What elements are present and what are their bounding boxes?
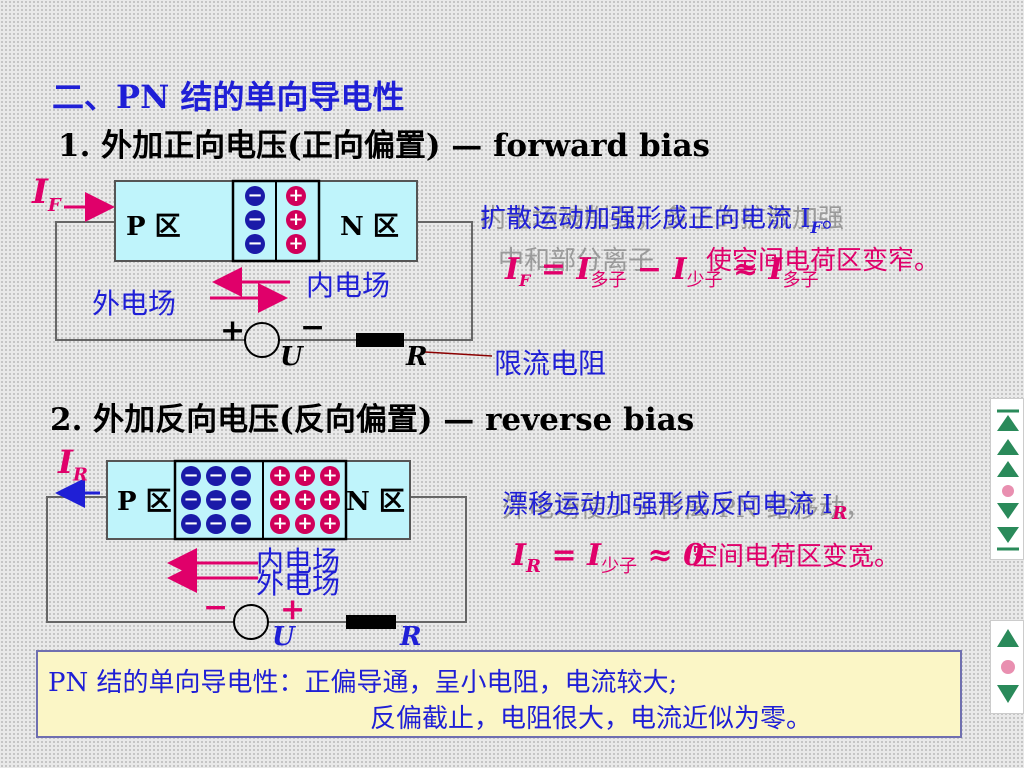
positive-ion: + (320, 466, 340, 486)
reverse-formula: IR = I少子 ≈ 0 (512, 538, 704, 577)
reverse-wire-right (396, 496, 467, 623)
positive-ion: + (295, 466, 315, 486)
forward-outer-field-label: 外电场 (92, 287, 177, 320)
negative-ion: − (181, 466, 201, 486)
nav-click-area[interactable] (994, 400, 1022, 550)
reverse-statement: 漂移运动加强形成反向电流 IR (502, 490, 848, 525)
forward-pn-block (114, 180, 418, 262)
forward-ghost-text-1: 内电场被削弱，多子的扩散加强 (480, 204, 845, 234)
reverse-u-label: U (272, 622, 295, 652)
reverse-current-label: IR (58, 443, 88, 486)
summary-line-2: 反偏截止，电阻很大，电流近似为零。 (370, 704, 813, 734)
forward-voltage-source (244, 322, 280, 358)
nav-up-icon (997, 439, 1019, 455)
positive-ion: + (295, 490, 315, 510)
positive-ion: + (286, 210, 306, 230)
reverse-voltage-source (233, 604, 269, 640)
slide-nav-panel-top (990, 398, 1024, 560)
nav-prev-icon (997, 461, 1019, 477)
positive-ion: + (286, 234, 306, 254)
reverse-p-zone-label: P 区 (117, 487, 172, 517)
reverse-plus-sign: + (280, 592, 306, 627)
negative-ion: − (181, 514, 201, 534)
nav-next-icon (997, 503, 1019, 519)
positive-ion: + (286, 186, 306, 206)
forward-bias-heading: 1. 外加正向电压(正向偏置) — forward bias (58, 128, 710, 164)
reverse-ghost-text-1: 外电场使少子背离 PN 结移动， (502, 494, 871, 524)
forward-minus-sign: − (300, 310, 326, 345)
negative-ion: − (231, 466, 251, 486)
positive-ion: + (320, 490, 340, 510)
nav-down-icon (997, 527, 1019, 543)
slide-title: 二、PN 结的单向导电性 (52, 78, 405, 116)
forward-plus-sign: + (220, 313, 246, 348)
reverse-outer-field-label: 外电场 (256, 567, 341, 600)
negative-ion: − (206, 514, 226, 534)
nav-click-area-bottom[interactable] (994, 622, 1022, 710)
positive-ion: + (320, 514, 340, 534)
forward-inner-field-label: 内电场 (306, 269, 391, 302)
forward-p-zone-label: P 区 (126, 212, 181, 242)
forward-r-label: R (406, 342, 428, 372)
forward-statement: 扩散运动加强形成正向电流 IF。 (480, 204, 848, 238)
forward-wire-left (55, 221, 245, 341)
reverse-depletion-region (173, 459, 348, 541)
forward-formula: IF = I多子 − I少子 ≈ I多子 (505, 252, 819, 291)
resistor-leader-line (424, 351, 493, 357)
reverse-bias-heading: 2. 外加反向电压(反向偏置) — reverse bias (50, 402, 695, 438)
forward-ghost-text-2: 中和部分离子 (498, 246, 655, 276)
positive-ion: + (270, 514, 290, 534)
reverse-widen-text: 空间电荷区变宽。 (692, 542, 901, 572)
nav-home-icon (1001, 660, 1015, 674)
negative-ion: − (231, 490, 251, 510)
reverse-minus-sign: − (203, 590, 229, 625)
reverse-inner-field-label: 内电场 (256, 545, 341, 578)
nav-home-icon (1002, 485, 1014, 497)
forward-u-label: U (280, 342, 303, 372)
negative-ion: − (206, 466, 226, 486)
negative-ion: − (245, 210, 265, 230)
forward-n-zone-label: N 区 (340, 212, 399, 242)
resistor-note: 限流电阻 (494, 347, 607, 380)
negative-ion: − (231, 514, 251, 534)
reverse-pn-block (106, 460, 411, 540)
forward-circuit (55, 179, 493, 358)
summary-box: PN 结的单向导电性：正偏导通，呈小电阻，电流较大; 反偏截止，电阻很大，电流近… (36, 650, 962, 738)
forward-resistor (356, 333, 404, 347)
forward-current-label: IF (32, 172, 61, 216)
forward-narrow-text: 使空间电荷区变窄。 (706, 246, 941, 276)
negative-ion: − (245, 186, 265, 206)
forward-wire-right (404, 221, 473, 341)
reverse-n-zone-label: N 区 (346, 487, 405, 517)
nav-first-icon (997, 415, 1019, 431)
slide-nav-panel-bottom (990, 620, 1024, 714)
summary-line-1: PN 结的单向导电性：正偏导通，呈小电阻，电流较大; (48, 668, 678, 698)
reverse-resistor (346, 615, 396, 629)
positive-ion: + (295, 514, 315, 534)
negative-ion: − (206, 490, 226, 510)
reverse-circuit (46, 459, 467, 640)
positive-ion: + (270, 490, 290, 510)
nav-prev-icon (997, 629, 1019, 647)
nav-next-icon (997, 685, 1019, 703)
negative-ion: − (245, 234, 265, 254)
reverse-r-label: R (400, 622, 422, 652)
nav-buttons-bottom (997, 629, 1019, 703)
negative-ion: − (181, 490, 201, 510)
nav-buttons (997, 409, 1019, 551)
positive-ion: + (270, 466, 290, 486)
